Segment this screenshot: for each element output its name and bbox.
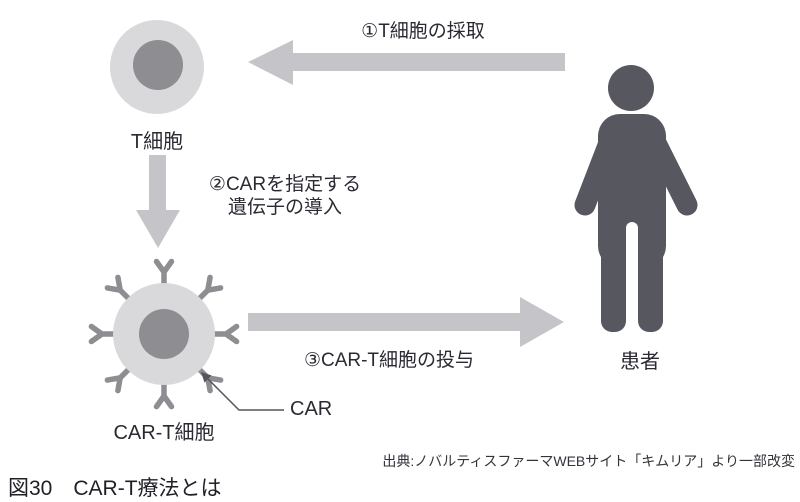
t-cell-label: T細胞 [130, 131, 184, 153]
figure-caption: 図30 CAR-T療法とは [8, 477, 222, 500]
person-left-leg-icon [601, 235, 626, 332]
receptor-icon [153, 379, 175, 410]
step3-label: ③CAR-T細胞の投与 [303, 350, 475, 371]
person-leg-gap [626, 222, 638, 342]
arrow-left-icon [248, 40, 565, 85]
person-right-leg-icon [638, 235, 663, 332]
arrow-right-icon [248, 297, 564, 347]
car-label: CAR [290, 398, 333, 420]
receptor-icon [104, 274, 133, 303]
step1-label: ①T細胞の採取 [361, 21, 485, 42]
receptor-icon [195, 274, 224, 303]
source-note: 出典:ノバルティスファーマWEBサイト「キムリア」より一部改変 [382, 453, 795, 469]
patient-icon [574, 65, 698, 342]
cart-cell-label: CAR-T細胞 [113, 422, 215, 444]
receptor-icon [88, 323, 119, 345]
cart-cell-nucleus [139, 309, 189, 359]
step2-label-line1: ②CARを指定する [208, 174, 362, 195]
receptor-icon [209, 323, 240, 345]
person-arms-icon [574, 124, 698, 216]
patient-label: 患者 [620, 351, 660, 373]
step2-label-line2: 遺伝子の導入 [227, 197, 342, 218]
arrow-down-icon [136, 155, 180, 248]
car-leader-arrowhead-icon [201, 372, 212, 383]
step2-label: ②CARを指定する 遺伝子の導入 [197, 173, 373, 219]
receptor-icon [104, 365, 133, 394]
car-leader-line [207, 378, 284, 411]
receptor-icon [153, 258, 175, 289]
person-head-icon [608, 65, 654, 111]
t-cell-nucleus [133, 40, 183, 90]
